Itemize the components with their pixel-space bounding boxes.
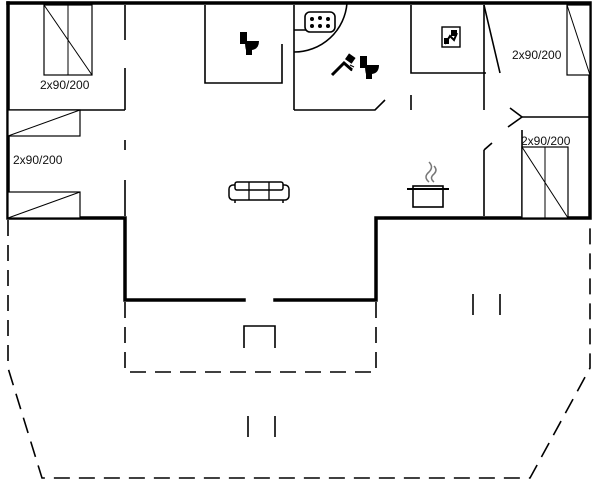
toilet-icon <box>360 56 379 79</box>
bed-top-left <box>43 4 93 76</box>
terrace-outline <box>7 220 591 479</box>
bed-label-top-right: 2x90/200 <box>512 48 562 62</box>
bed-label-top-left: 2x90/200 <box>40 78 90 92</box>
bed-top-right <box>566 4 591 76</box>
toilet-icon <box>240 32 259 55</box>
whirlpool-icon <box>304 11 336 33</box>
washing-machine-icon <box>441 26 461 48</box>
interior-walls <box>8 2 590 216</box>
bed-label-mid-left: 2x90/200 <box>13 153 63 167</box>
bed-mid-left <box>7 109 81 219</box>
sofa-icon <box>228 181 290 203</box>
shower-icon <box>330 53 356 77</box>
bed-right <box>521 146 569 219</box>
cooking-pot-icon <box>407 161 449 208</box>
exterior-walls <box>6 1 592 302</box>
bed-label-right: 2x90/200 <box>521 134 571 148</box>
